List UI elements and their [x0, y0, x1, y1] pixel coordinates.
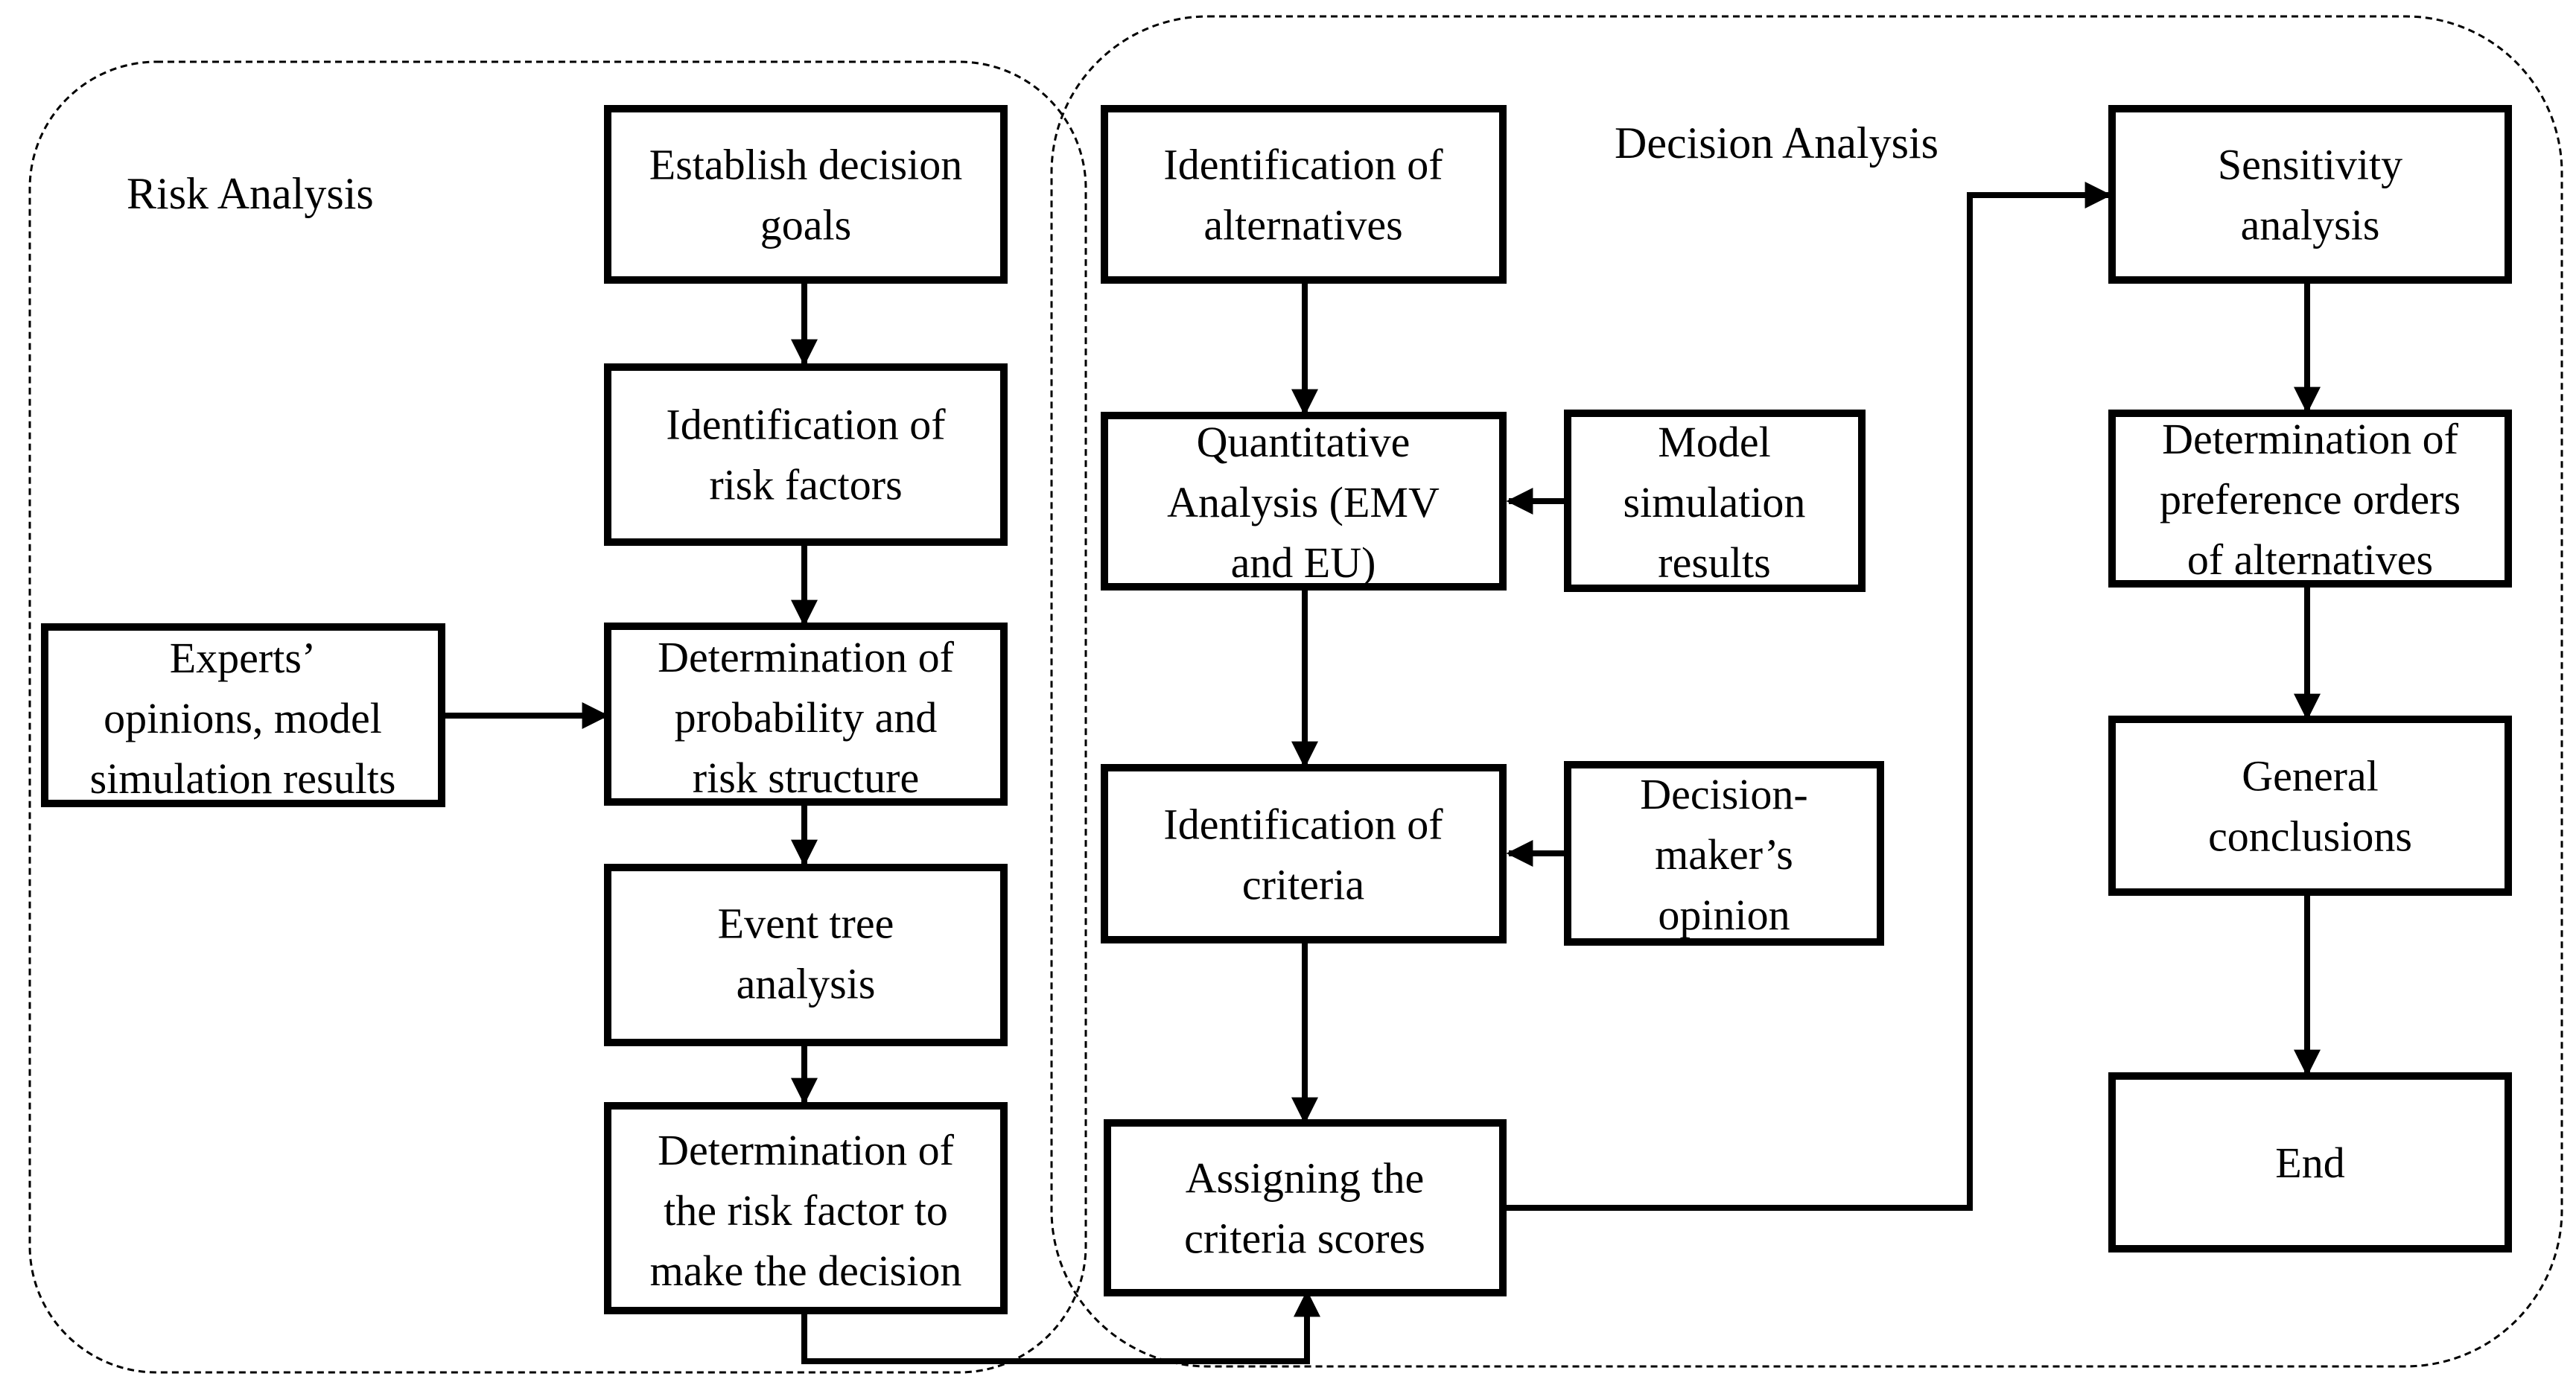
box-risk-factor-decision-label: Determination of the risk factor to make t…	[650, 1126, 962, 1295]
box-decision-maker-opinion-frame	[1564, 761, 1884, 946]
box-identification-risk-factors: Identification of risk factors	[604, 363, 1008, 546]
risk-analysis-title: Risk Analysis	[127, 169, 374, 218]
box-general-conclusions-label: General conclusions	[2208, 752, 2412, 861]
node-label-line: Determination of	[658, 1126, 955, 1174]
node-label-line: analysis	[737, 960, 876, 1008]
box-identification-risk-factors-frame	[604, 363, 1008, 546]
box-identification-alternatives-frame	[1101, 105, 1507, 284]
box-event-tree-analysis: Event tree analysis	[604, 864, 1008, 1046]
node-label-line: Assigning the	[1186, 1154, 1425, 1203]
box-experts-opinions-frame	[41, 623, 445, 807]
node-label-line: simulation results	[90, 754, 396, 803]
box-decision-maker-opinion-label: Decision-maker’s opinion	[1640, 770, 1808, 939]
node-label-line: Identification of	[1163, 800, 1443, 849]
node-label-line: make the decision	[650, 1247, 962, 1295]
box-risk-factor-decision: Determination of the risk factor to make t…	[604, 1102, 1008, 1314]
node-label-line: Quantitative	[1197, 418, 1411, 466]
box-model-simulation-results-frame	[1564, 410, 1866, 592]
box-model-simulation-results: Model simulation results	[1564, 410, 1866, 592]
node-label-line: of alternatives	[2187, 535, 2433, 584]
node-label-line: and EU)	[1231, 538, 1376, 587]
box-identification-criteria: Identification of criteria	[1101, 764, 1507, 943]
node-label-line: the risk factor to	[664, 1186, 948, 1235]
box-general-conclusions: General conclusions	[2108, 716, 2512, 896]
node-label-line: Analysis (EMV	[1167, 478, 1440, 526]
box-sensitivity-analysis: Sensitivity analysis	[2108, 105, 2512, 284]
box-end-frame	[2108, 1072, 2512, 1252]
decision-analysis-region	[1050, 15, 2563, 1368]
node-label-line: Identification of	[1163, 141, 1443, 189]
node-label-line: maker’s	[1655, 830, 1793, 879]
node-label-line: Decision-	[1640, 770, 1808, 818]
node-label-line: opinions, model	[104, 694, 382, 742]
box-risk-factor-decision-frame	[604, 1102, 1008, 1314]
connectors	[442, 182, 2321, 1364]
risk-analysis-region	[28, 60, 1087, 1374]
box-end-label: End	[2275, 1139, 2344, 1187]
node-label-line: preference orders	[2160, 475, 2461, 523]
arrow-risk-factor-decision-to-scores	[801, 1290, 1320, 1364]
node-label-line: End	[2275, 1139, 2344, 1187]
box-determination-probability: Determination of probability and risk stru…	[604, 623, 1008, 806]
node-label-line: Experts’	[170, 634, 317, 682]
box-event-tree-analysis-frame	[604, 864, 1008, 1046]
node-label-line: alternatives	[1203, 201, 1402, 249]
box-identification-alternatives: Identification of alternatives	[1101, 105, 1507, 284]
node-label-line: risk structure	[693, 754, 919, 802]
box-assigning-criteria-scores-frame	[1104, 1119, 1507, 1296]
box-identification-criteria-label: Identification of criteria	[1163, 800, 1443, 909]
node-label-line: probability and	[675, 693, 938, 742]
node-label-line: Determination of	[658, 633, 955, 681]
node-label-line: Identification of	[666, 401, 946, 449]
box-determination-probability-frame	[604, 623, 1008, 806]
box-event-tree-analysis-label: Event tree analysis	[718, 900, 894, 1008]
box-sensitivity-analysis-label: Sensitivity analysis	[2218, 141, 2402, 249]
box-identification-risk-factors-label: Identification of risk factors	[666, 401, 946, 509]
flowchart-nodes: Establish decision goals Identification o…	[41, 105, 2512, 1314]
decision-analysis-title: Decision Analysis	[1615, 118, 1939, 168]
box-model-simulation-results-label: Model simulation results	[1623, 418, 1806, 587]
box-assigning-criteria-scores: Assigning the criteria scores	[1104, 1119, 1507, 1296]
node-label-line: simulation	[1623, 478, 1806, 526]
box-experts-opinions: Experts’ opinions, model simulation result…	[41, 623, 445, 807]
box-establish-goals: Establish decision goals	[604, 105, 1008, 284]
node-label-line: Determination of	[2162, 415, 2459, 463]
box-preference-orders: Determination of preference orders of alte…	[2108, 410, 2512, 588]
node-label-line: criteria	[1242, 861, 1364, 909]
node-label-line: conclusions	[2208, 812, 2412, 861]
box-experts-opinions-label: Experts’ opinions, model simulation result…	[90, 634, 396, 803]
node-label-line: Establish decision	[649, 141, 962, 189]
node-label-line: criteria scores	[1184, 1215, 1425, 1263]
box-sensitivity-analysis-frame	[2108, 105, 2512, 284]
box-establish-goals-label: Establish decision goals	[649, 141, 962, 249]
node-label-line: opinion	[1658, 891, 1790, 939]
node-label-line: Event tree	[718, 900, 894, 948]
node-label-line: General	[2242, 752, 2379, 800]
node-label-line: Model	[1658, 418, 1770, 466]
box-preference-orders-frame	[2108, 410, 2512, 588]
node-label-line: goals	[760, 201, 851, 249]
box-establish-goals-frame	[604, 105, 1008, 284]
box-assigning-criteria-scores-label: Assigning the criteria scores	[1184, 1154, 1425, 1263]
node-label-line: analysis	[2241, 201, 2380, 249]
box-identification-alternatives-label: Identification of alternatives	[1163, 141, 1443, 249]
node-label-line: Sensitivity	[2218, 141, 2402, 189]
arrow-scores-to-sensitivity	[1506, 182, 2112, 1211]
box-decision-maker-opinion: Decision-maker’s opinion	[1564, 761, 1884, 946]
node-label-line: results	[1658, 538, 1770, 587]
box-preference-orders-label: Determination of preference orders of alte…	[2160, 415, 2461, 584]
box-general-conclusions-frame	[2108, 716, 2512, 896]
box-determination-probability-label: Determination of probability and risk stru…	[658, 633, 955, 802]
box-end: End	[2108, 1072, 2512, 1252]
box-quantitative-analysis-frame	[1101, 412, 1507, 591]
box-identification-criteria-frame	[1101, 764, 1507, 943]
node-label-line: risk factors	[709, 461, 902, 509]
